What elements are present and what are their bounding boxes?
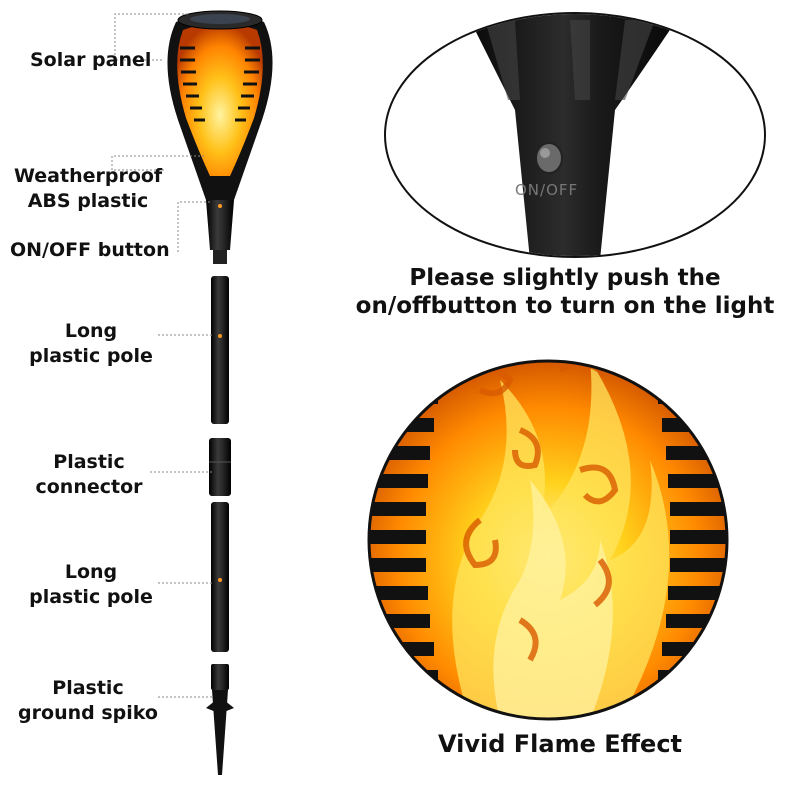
long-pole-1: [211, 276, 229, 424]
closeup-caption-line1: Please slightly push the: [409, 265, 721, 291]
label-weatherproof-line2: ABS plastic: [27, 190, 149, 212]
closeup-caption-line2: on/offbutton to turn on the light: [355, 293, 775, 319]
label-ground-spike-line2: ground spiko: [18, 702, 158, 724]
label-long-pole-1: Long plastic pole: [26, 319, 156, 369]
label-solar-panel: Solar panel: [30, 49, 152, 71]
label-ground-spike: Plastic ground spiko: [18, 676, 158, 726]
label-long-pole-1-line2: plastic pole: [29, 345, 153, 367]
label-long-pole-2-line1: Long: [64, 561, 118, 583]
label-long-pole-1-line1: Long: [64, 320, 118, 342]
closeup-caption: Please slightly push the on/offbutton to…: [355, 264, 775, 320]
label-long-pole-2: Long plastic pole: [26, 560, 156, 610]
switch-onoff-text: ON/OFF: [515, 181, 579, 199]
label-ground-spike-line1: Plastic: [52, 677, 124, 699]
ground-spike: [206, 664, 234, 775]
connector: [209, 438, 231, 496]
switch-closeup: [384, 12, 766, 258]
label-weatherproof: Weatherproof ABS plastic: [14, 164, 162, 214]
label-connector-line2: connector: [35, 476, 143, 498]
torch-head: [167, 10, 273, 264]
flame-caption: Vivid Flame Effect: [437, 730, 683, 758]
label-connector-line1: Plastic: [53, 451, 125, 473]
label-onoff-button: ON/OFF button: [10, 239, 170, 261]
label-connector: Plastic connector: [30, 450, 148, 500]
long-pole-2: [211, 502, 229, 652]
flame-closeup: [367, 359, 729, 721]
label-weatherproof-line1: Weatherproof: [14, 165, 163, 187]
label-long-pole-2-line2: plastic pole: [29, 586, 153, 608]
